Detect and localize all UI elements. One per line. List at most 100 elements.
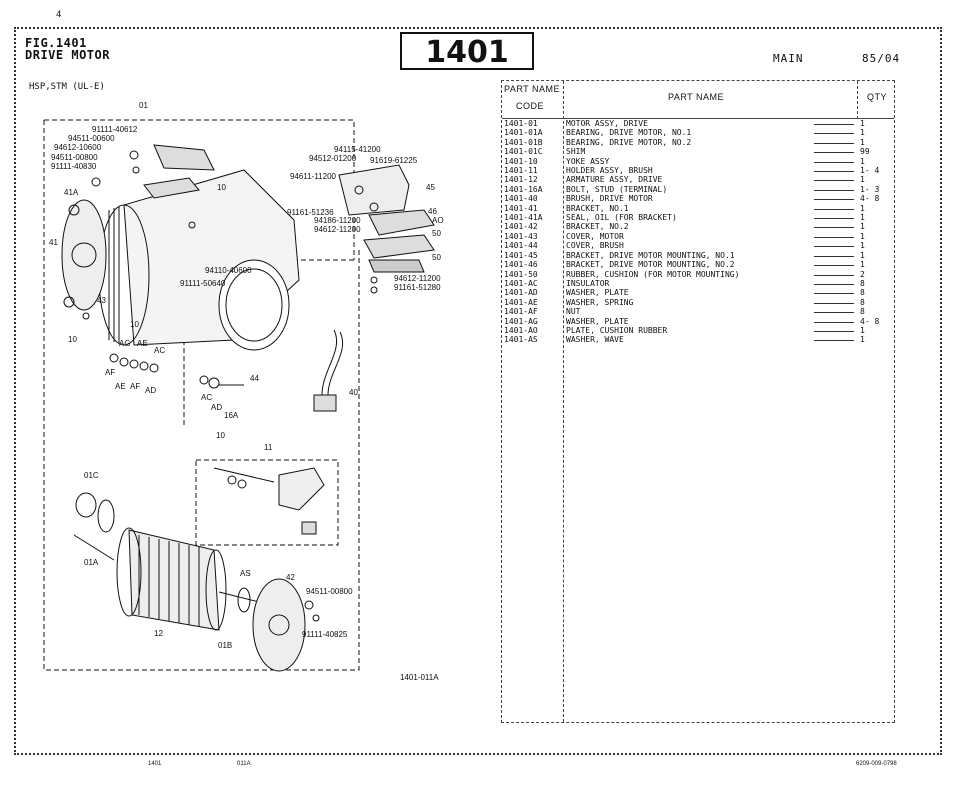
table-row: 1401-40 BRUSH, DRIVE MOTOR 4- 8: [502, 194, 894, 203]
row-part-code: 1401-01B: [504, 137, 543, 147]
row-leader-line: [814, 142, 854, 144]
row-part-name: BRUSH, DRIVE MOTOR: [566, 194, 653, 204]
row-part-code: 1401-01C: [504, 147, 543, 157]
label-01a: 01A: [84, 558, 99, 567]
row-part-name: HOLDER ASSY, BRUSH: [566, 166, 653, 176]
row-part-code: 1401-AC: [504, 278, 538, 288]
row-qty: 8: [860, 297, 865, 307]
label-46: 46: [428, 207, 437, 216]
figure-title: DRIVE MOTOR: [25, 48, 110, 62]
row-part-code: 1401-41: [504, 203, 538, 213]
label-43: 43: [97, 296, 106, 305]
row-part-name: NUT: [566, 307, 581, 317]
row-part-name: COVER, BRUSH: [566, 241, 624, 251]
drawing-id: 1401-011A: [400, 673, 439, 682]
row-leader-line: [814, 330, 854, 332]
label-ac-2: AC: [201, 393, 212, 402]
row-qty: 1- 3: [860, 184, 880, 194]
row-part-name: WASHER, PLATE: [566, 288, 629, 298]
row-part-code: 1401-AF: [504, 307, 538, 317]
row-qty: 1: [860, 119, 865, 128]
row-part-code: 1401-AS: [504, 335, 538, 345]
row-part-name: PLATE, CUSHION RUBBER: [566, 325, 668, 335]
label-ag: AG: [119, 339, 131, 348]
part-94186-11200: 94186-11200: [314, 216, 361, 225]
label-ac: AC: [154, 346, 165, 355]
header-part-code-line1: PART NAME: [504, 84, 561, 94]
figure-number: FIG.1401: [25, 36, 87, 50]
row-part-name: WASHER, PLATE: [566, 316, 629, 326]
row-leader-line: [814, 189, 854, 191]
row-qty: 2: [860, 269, 865, 279]
part-91161-51236: 91161-51236: [287, 208, 334, 217]
part-94511-00600: 94511-00600: [68, 134, 115, 143]
label-ae-2: AE: [115, 382, 126, 391]
row-part-code: 1401-40: [504, 194, 538, 204]
row-leader-line: [814, 208, 854, 210]
label-01b: 01B: [218, 641, 232, 650]
row-leader-line: [814, 227, 854, 229]
row-part-code: 1401-01: [504, 119, 538, 128]
row-part-code: 1401-41A: [504, 213, 543, 223]
row-leader-line: [814, 293, 854, 295]
row-leader-line: [814, 152, 854, 154]
row-leader-line: [814, 255, 854, 257]
exploded-parts-diagram: 01 10 41A 41 43 10 10 AG AE AC AF AE AF …: [43, 101, 444, 682]
part-94115-41200: 94115-41200: [334, 145, 381, 154]
row-leader-line: [814, 246, 854, 248]
row-part-name: BRACKET, DRIVE MOTOR MOUNTING, NO.1: [566, 250, 735, 260]
row-part-name: YOKE ASSY: [566, 156, 610, 166]
row-qty: 1: [860, 250, 865, 260]
row-qty: 1: [860, 241, 865, 251]
row-part-code: 1401-44: [504, 241, 538, 251]
row-leader-line: [814, 161, 854, 163]
row-part-code: 1401-45: [504, 250, 538, 260]
row-part-name: COVER, MOTOR: [566, 231, 624, 241]
row-part-name: BEARING, DRIVE MOTOR, NO.1: [566, 128, 692, 138]
row-leader-line: [814, 340, 854, 342]
row-part-name: BRACKET, NO.2: [566, 222, 629, 232]
row-qty: 4- 8: [860, 194, 880, 204]
part-91111-40825: 91111-40825: [302, 630, 348, 639]
row-qty: 1: [860, 325, 865, 335]
row-leader-line: [814, 218, 854, 220]
figure-heading: FIG.1401 DRIVE MOTOR: [25, 37, 110, 61]
row-part-code: 1401-AE: [504, 297, 538, 307]
model-designation: HSP,STM (UL-E): [29, 82, 105, 92]
label-40: 40: [349, 388, 358, 397]
row-part-code: 1401-AD: [504, 288, 538, 298]
part-91111-40612: 91111-40612: [92, 125, 138, 134]
label-16a: 16A: [224, 411, 239, 420]
part-94612-11200: 94612-11200: [314, 225, 361, 234]
row-part-code: 1401-43: [504, 231, 538, 241]
label-10-bottom: 10: [216, 431, 225, 440]
row-part-code: 1401-11: [504, 166, 538, 176]
label-45: 45: [426, 183, 435, 192]
section-label: MAIN: [773, 52, 804, 65]
row-qty: 4- 8: [860, 316, 880, 326]
row-part-name: MOTOR ASSY, DRIVE: [566, 119, 648, 128]
row-leader-line: [814, 283, 854, 285]
revision-date: 85/04: [862, 52, 901, 65]
row-qty: 1: [860, 128, 865, 138]
part-94511-00800: 94511-00800: [51, 153, 98, 162]
row-leader-line: [814, 133, 854, 135]
label-50: 50: [432, 229, 441, 238]
label-01: 01: [139, 101, 148, 110]
label-ad: AD: [145, 386, 156, 395]
row-leader-line: [814, 199, 854, 201]
row-qty: 1: [860, 156, 865, 166]
row-leader-line: [814, 302, 854, 304]
row-part-name: RUBBER, CUSHION (FOR MOTOR MOUNTING): [566, 269, 740, 279]
